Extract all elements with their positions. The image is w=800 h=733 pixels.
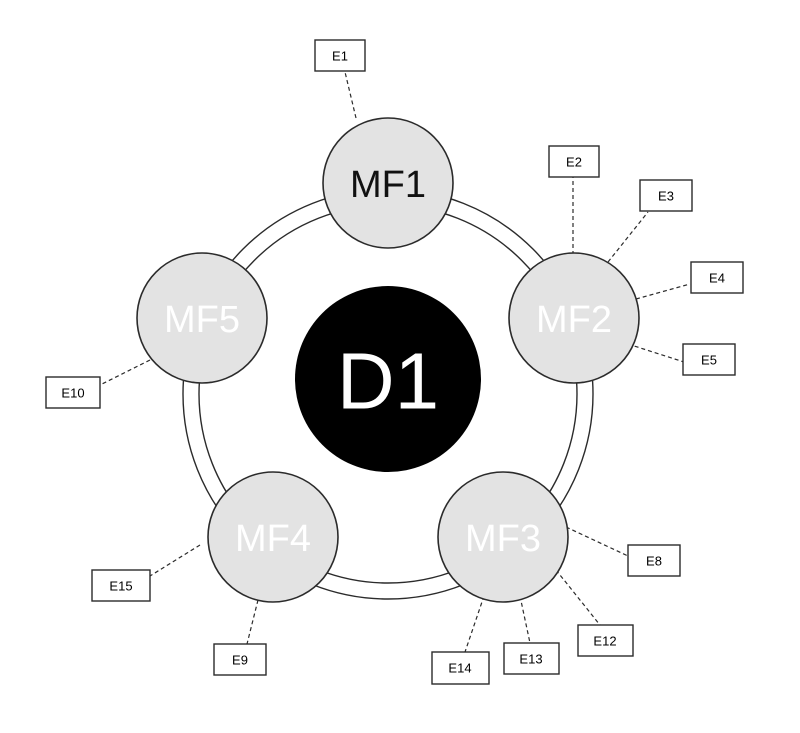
entity-label-e3: E3: [658, 189, 674, 204]
entity-label-e14: E14: [448, 661, 471, 676]
connector-e12: [555, 569, 601, 626]
entity-label-e4: E4: [709, 271, 725, 286]
entity-label-e8: E8: [646, 554, 662, 569]
entity-e5: E5: [682, 343, 736, 376]
entity-label-e12: E12: [593, 634, 616, 649]
connector-e9: [246, 599, 259, 645]
entity-label-e1: E1: [332, 49, 348, 64]
entity-e14: E14: [431, 651, 490, 685]
entity-e3: E3: [639, 179, 693, 212]
entity-label-e5: E5: [701, 353, 717, 368]
entity-e4: E4: [690, 261, 744, 294]
connector-e4: [635, 283, 691, 300]
connector-lines: [99, 71, 691, 653]
entity-label-e10: E10: [61, 386, 84, 401]
entity-e2: E2: [548, 145, 600, 178]
entity-e1: E1: [314, 39, 366, 72]
connector-e10: [99, 359, 151, 386]
connector-e1: [344, 71, 357, 119]
node-label-mf4: MF4: [235, 518, 311, 560]
center-node-d1: D1: [295, 286, 481, 472]
entity-e15: E15: [91, 569, 151, 602]
node-mf5: MF5: [136, 252, 268, 384]
center-label: D1: [337, 337, 439, 426]
entity-label-e9: E9: [232, 653, 248, 668]
connector-e14: [464, 595, 485, 653]
entity-e9: E9: [213, 643, 267, 676]
node-mf2: MF2: [508, 252, 640, 384]
connector-e8: [565, 526, 629, 557]
entity-e8: E8: [627, 544, 681, 577]
entity-label-e2: E2: [566, 155, 582, 170]
entity-label-e15: E15: [109, 579, 132, 594]
node-label-mf1: MF1: [350, 164, 426, 206]
connector-e13: [519, 595, 531, 644]
node-label-mf5: MF5: [164, 299, 240, 341]
node-mf4: MF4: [207, 471, 339, 603]
connector-e3: [607, 211, 649, 263]
entity-e12: E12: [577, 624, 634, 657]
node-label-mf3: MF3: [465, 518, 541, 560]
connector-e15: [149, 544, 201, 577]
entity-label-e13: E13: [519, 652, 542, 667]
node-label-mf2: MF2: [536, 299, 612, 341]
node-mf3: MF3: [437, 471, 569, 603]
entity-e13: E13: [503, 642, 560, 675]
entity-e10: E10: [45, 376, 101, 409]
node-mf1: MF1: [322, 117, 454, 249]
connector-e5: [627, 343, 685, 363]
